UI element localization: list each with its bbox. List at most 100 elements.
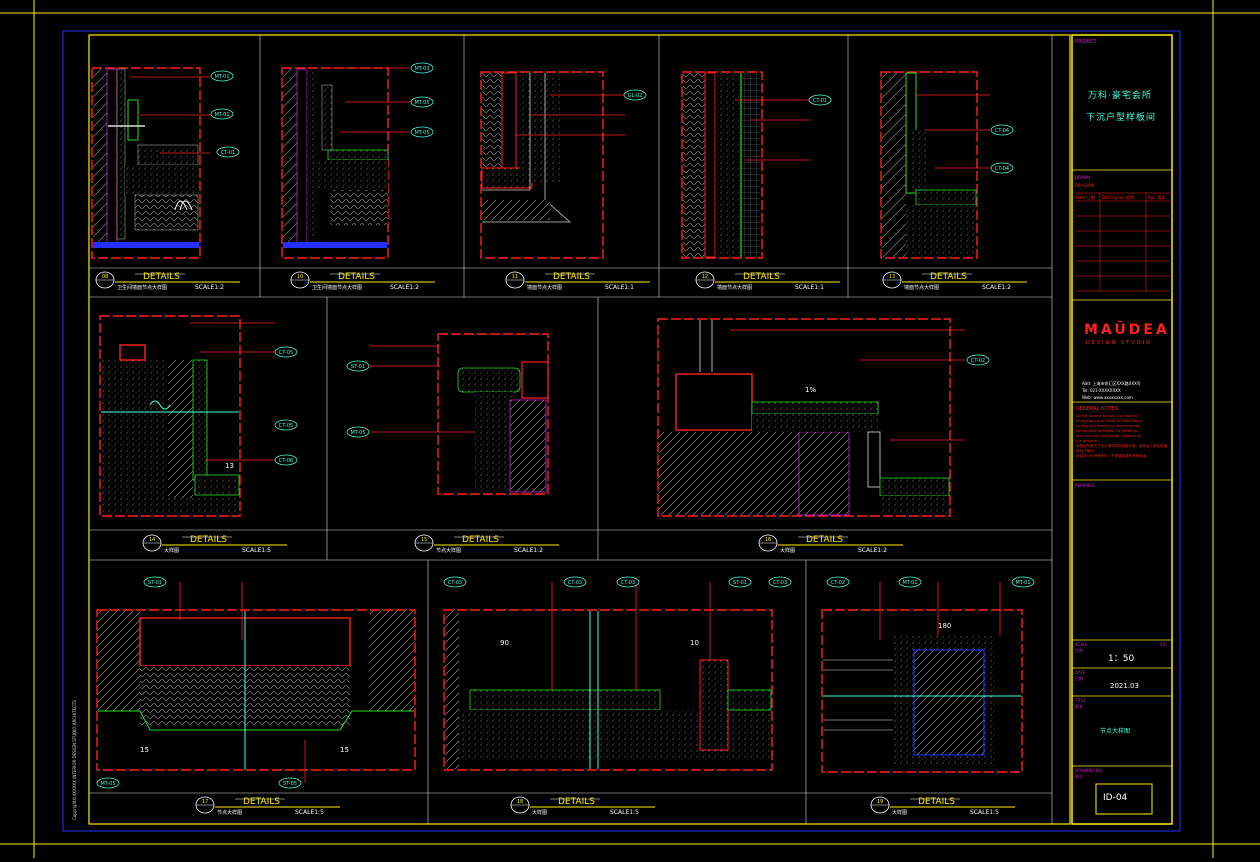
material-tag-label: CT-04	[995, 166, 1009, 172]
detail-number: 18	[517, 799, 523, 805]
detail-scale: SCALE1:2	[390, 284, 419, 291]
detail-drawing-14	[99, 315, 241, 517]
material-tag: CT-04	[990, 162, 1014, 174]
detail-scale: SCALE1:2	[982, 284, 1011, 291]
material-tag-label: MT-03	[414, 66, 429, 72]
material-tag: MT-03	[410, 62, 434, 74]
detail-name: 墙面节点大样图	[527, 284, 562, 291]
detail-number: 19	[877, 799, 883, 805]
detail-heading: DETAILS	[930, 272, 967, 282]
detail-number: 14	[149, 537, 155, 543]
material-tag: MT-05	[346, 426, 370, 438]
note-line: are copyright and remain property of	[1076, 434, 1142, 438]
material-tag: MT-01	[1011, 576, 1035, 588]
detail-heading: DETAILS	[243, 797, 280, 807]
material-tag-label: MT-01	[214, 74, 229, 80]
material-tag-label: CT-03	[448, 580, 462, 586]
detail-heading: DETAILS	[338, 272, 375, 282]
material-tags: MT-01MT-01CT-01MT-03MT-05MT-05GL-02CT-01…	[96, 62, 1035, 789]
detail-heading: DETAILS	[190, 535, 227, 545]
material-tag-label: MT-05	[414, 100, 429, 106]
detail-number: 11	[512, 274, 518, 280]
material-tag-label: CT-05	[279, 350, 293, 356]
rev-col-date: Date 日期	[1076, 195, 1095, 200]
material-tag: MT-05	[410, 126, 434, 138]
scale-value: 1：50	[1108, 654, 1135, 664]
detail-scale: SCALE1:2	[858, 547, 887, 554]
date-value: 2021.03	[1110, 682, 1139, 690]
detail-scale: SCALE1:5	[610, 809, 639, 816]
material-tag: CT-01	[808, 94, 832, 106]
dim-13: 13	[225, 462, 234, 470]
address-3: Web: www.xxxxxxxx.com	[1082, 395, 1133, 400]
material-tag-label: CT-03	[621, 580, 635, 586]
detail-name: 墙面节点大样图	[717, 284, 752, 291]
detail-heading: DETAILS	[918, 797, 955, 807]
material-tag: MT-01	[210, 70, 234, 82]
detail-name: 墙面节点大样图	[904, 284, 939, 291]
dim-15b: 15	[340, 746, 349, 754]
material-tag: GL-02	[623, 89, 647, 101]
material-tag-label: MT-01	[902, 580, 917, 586]
material-tag: MT-05	[96, 777, 120, 789]
material-tag-label: GL-02	[628, 93, 643, 99]
material-tag: CT-06	[274, 454, 298, 466]
dim-10: 10	[690, 639, 699, 647]
detail-heading: DETAILS	[553, 272, 590, 282]
note-line: dimensions only. Verify all dimensions	[1076, 419, 1143, 423]
material-tag: CT-03	[563, 576, 587, 588]
notes-title: GENERAL NOTES:	[1076, 406, 1120, 412]
note-line: 未经本公司书面许可，不得复制或作其他用途。	[1076, 454, 1150, 458]
drawn-label: DRAWN	[1075, 175, 1091, 180]
copyright-note: Copyright©XXXXXX INTERIOR DESIGN STUDIO …	[72, 700, 77, 820]
scale-label: SCALE	[1075, 642, 1088, 647]
material-tag-label: ST-01	[351, 364, 365, 370]
detail-scale: SCALE1:2	[195, 284, 224, 291]
material-tag-label: CT-06	[279, 458, 293, 464]
address-1: Add: 上海市徐汇区XXX路XXX号	[1082, 381, 1141, 386]
material-tag: CT-02	[966, 354, 990, 366]
date-label-cn: 日期	[1075, 676, 1083, 681]
detail-heading: DETAILS	[143, 272, 180, 282]
detail-drawing-11	[480, 71, 604, 259]
note-line: before work proceeds. All drawings	[1076, 429, 1138, 433]
detail-drawing-16	[657, 318, 951, 517]
remarks-label: REMARKS	[1075, 483, 1095, 488]
dim-180: 180	[938, 622, 951, 630]
detail-scale: SCALE1:1	[795, 284, 824, 291]
material-tag-label: MT-01	[214, 112, 229, 118]
detail-drawing-19	[821, 609, 1023, 773]
drawing-title: 节点大样图	[1100, 728, 1131, 735]
material-tag: CT-05	[274, 346, 298, 358]
note-line: Do not scale drawings. Use figured	[1076, 414, 1138, 418]
material-tag-label: MT-05	[100, 781, 115, 787]
detail-name: 卫生间墙面节点大样图	[312, 284, 362, 291]
material-tag: CT-03	[443, 576, 467, 588]
detail-number: 15	[421, 537, 427, 543]
material-tag-label: CT-04	[995, 128, 1009, 134]
detail-scale: SCALE1:5	[295, 809, 324, 816]
project-name-2: 下沉户型样板间	[1086, 113, 1157, 123]
detail-name: 卫生间墙面节点大样图	[117, 284, 167, 291]
title-label: TITLE	[1075, 698, 1086, 703]
material-tag: CT-04	[990, 124, 1014, 136]
detail-drawing-13	[880, 71, 978, 259]
company-logo: MAŪDEA	[1084, 322, 1170, 338]
detail-drawing-12	[681, 71, 763, 259]
rev-col-rev: Rev. 版本	[1148, 195, 1166, 200]
leader-lines	[130, 67, 1001, 783]
material-tag: ST-05	[278, 777, 302, 789]
detail-name: 节点大样图	[436, 547, 461, 554]
material-tag: ST-01	[143, 576, 167, 588]
rev-col-desc: Description 说明	[1102, 195, 1135, 200]
material-tag-label: CT-03	[773, 580, 787, 586]
